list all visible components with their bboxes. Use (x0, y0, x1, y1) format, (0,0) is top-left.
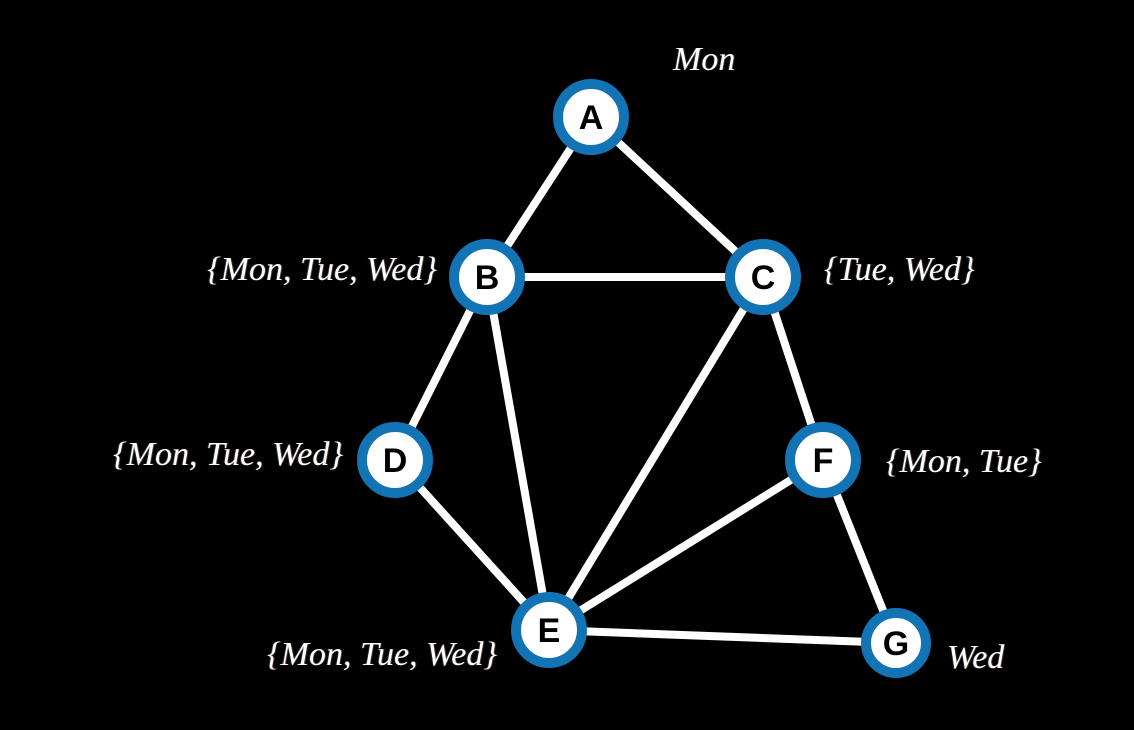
domain-label-d: {Mon, Tue, Wed} (113, 436, 343, 473)
node-circle-f (785, 422, 861, 498)
graph-edge-e-f (545, 456, 827, 634)
node-letter-f: F (813, 442, 834, 480)
graph-edge-b-e (483, 273, 553, 634)
node-letter-c: C (751, 259, 776, 297)
node-circle-e (511, 592, 587, 668)
graph-node-a[interactable]: A (553, 79, 629, 155)
graph-edge-c-e (545, 273, 767, 634)
domain-label-f: {Mon, Tue} (886, 443, 1042, 480)
graph-node-b[interactable]: B (449, 239, 525, 315)
graph-node-g[interactable]: G (861, 608, 931, 678)
node-circle-c (725, 239, 801, 315)
domain-label-a: Mon (673, 41, 736, 78)
node-letter-g: G (883, 625, 909, 663)
domain-label-e: {Mon, Tue, Wed} (267, 636, 497, 673)
graph-edge-a-c (587, 113, 767, 281)
graph-edge-e-g (545, 626, 900, 647)
node-circle-d (357, 422, 433, 498)
graph-node-c[interactable]: C (725, 239, 801, 315)
graph-node-d[interactable]: D (357, 422, 433, 498)
node-circle-g (861, 608, 931, 678)
edges-layer (391, 113, 900, 647)
domain-label-b: {Mon, Tue, Wed} (207, 251, 437, 288)
node-letter-e: E (538, 612, 561, 650)
node-letter-d: D (383, 442, 408, 480)
node-circle-b (449, 239, 525, 315)
graph-node-f[interactable]: F (785, 422, 861, 498)
node-circle-a (553, 79, 629, 155)
domain-label-g: Wed (947, 639, 1005, 676)
nodes-layer: A B C D E F G (357, 79, 931, 678)
node-letter-b: B (475, 259, 500, 297)
graph-edge-d-e (391, 456, 553, 634)
node-letter-a: A (579, 99, 604, 137)
graph-node-e[interactable]: E (511, 592, 587, 668)
domain-label-c: {Tue, Wed} (824, 251, 975, 288)
